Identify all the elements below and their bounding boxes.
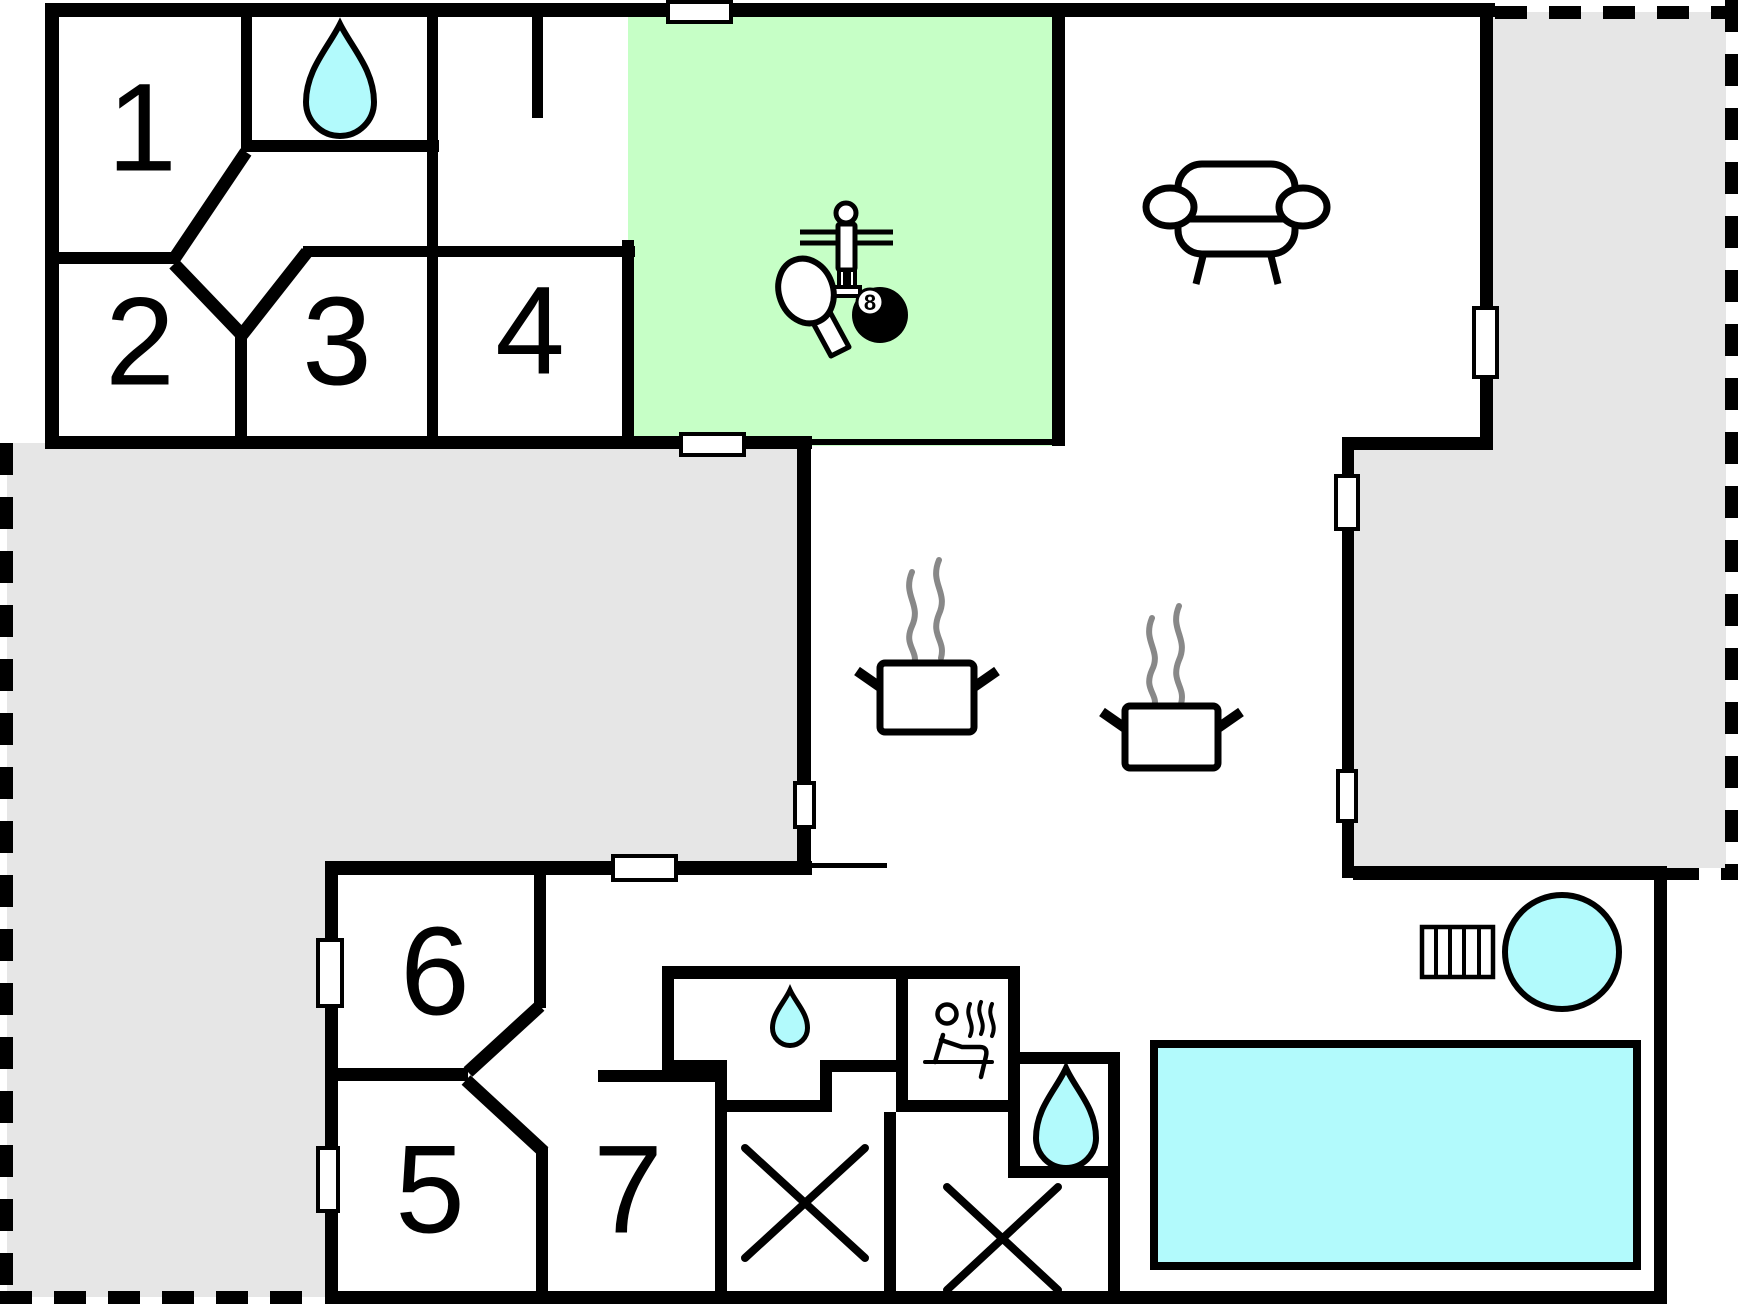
wall [598, 1070, 727, 1082]
wall [1008, 1166, 1120, 1178]
terrace-left-upper [7, 443, 797, 868]
wall [662, 966, 674, 1072]
pool-steps-icon [1419, 924, 1496, 980]
window [316, 938, 344, 1008]
wall [235, 330, 247, 438]
water-drop-icon [769, 984, 811, 1048]
eight-ball-number: 8 [864, 290, 876, 315]
wall [896, 1100, 1020, 1112]
window [1472, 306, 1499, 379]
wall [820, 1060, 908, 1072]
wall [1342, 437, 1492, 450]
wall [45, 252, 175, 264]
wall [715, 1100, 832, 1112]
hot-tub [1502, 892, 1622, 1012]
terrace-dashed-border-left [0, 443, 13, 1304]
eight-ball-icon: 8 [852, 287, 908, 343]
door [793, 781, 816, 829]
wall [532, 16, 543, 118]
wall [427, 16, 438, 438]
room-label-4: 4 [495, 261, 565, 401]
wall [1052, 16, 1065, 446]
wall [45, 3, 59, 449]
hall-divider-line [812, 863, 887, 868]
terrace-left-lower [7, 868, 325, 1297]
water-drop-icon [302, 17, 378, 139]
room-label-5: 5 [395, 1120, 465, 1260]
terrace-dashed-border-right [1725, 0, 1738, 880]
sofa-icon [1142, 160, 1331, 285]
x-mark-icon [943, 1183, 1062, 1294]
wall [715, 1070, 727, 1304]
wall [1654, 866, 1667, 1304]
wall [534, 874, 546, 1008]
wall [662, 1060, 727, 1072]
wall [325, 1291, 1667, 1304]
wall [241, 140, 439, 152]
table-tennis-paddle-icon [775, 255, 852, 359]
wall [896, 966, 908, 1112]
terrace-dashed-border-bottom-right [1667, 868, 1738, 880]
wall [820, 1060, 832, 1112]
room-label-3: 3 [302, 272, 372, 412]
terrace-dashed-border-top-right [1495, 6, 1738, 19]
steaming-pot-icon [1099, 603, 1244, 772]
wall [241, 16, 252, 150]
terrace-right-upper [1492, 12, 1726, 448]
door [1336, 769, 1358, 823]
terrace-dashed-border-bottom-left [0, 1291, 320, 1304]
x-mark-icon [741, 1144, 869, 1262]
wall [1342, 437, 1354, 878]
door [1334, 474, 1360, 531]
foosball-player-icon [800, 200, 893, 298]
door [679, 432, 746, 457]
wall [303, 246, 635, 257]
steaming-pot-icon [854, 557, 1000, 736]
room-label-7: 7 [593, 1120, 663, 1260]
room-label-1: 1 [107, 58, 177, 198]
wall [884, 1112, 896, 1304]
swimming-pool [1150, 1040, 1641, 1270]
sauna-icon [923, 1000, 996, 1080]
window [316, 1146, 340, 1213]
terrace-right-lower [1354, 448, 1726, 868]
water-drop-icon [1032, 1060, 1100, 1171]
door [611, 854, 678, 882]
wall [1008, 1052, 1120, 1064]
wall [622, 240, 634, 448]
kitchen-divider-line [808, 439, 1060, 445]
wall [45, 436, 812, 449]
wall [1353, 866, 1667, 880]
wall [1008, 966, 1020, 1178]
wall [45, 3, 1495, 17]
wall [662, 966, 1020, 979]
wall [536, 1148, 548, 1304]
diagonal-walls [166, 148, 549, 1157]
wall [797, 443, 811, 863]
door [666, 0, 733, 24]
room-label-6: 6 [400, 902, 470, 1042]
wall [715, 1060, 727, 1112]
room-label-2: 2 [105, 272, 175, 412]
wall [338, 1068, 468, 1081]
wall [325, 861, 812, 875]
